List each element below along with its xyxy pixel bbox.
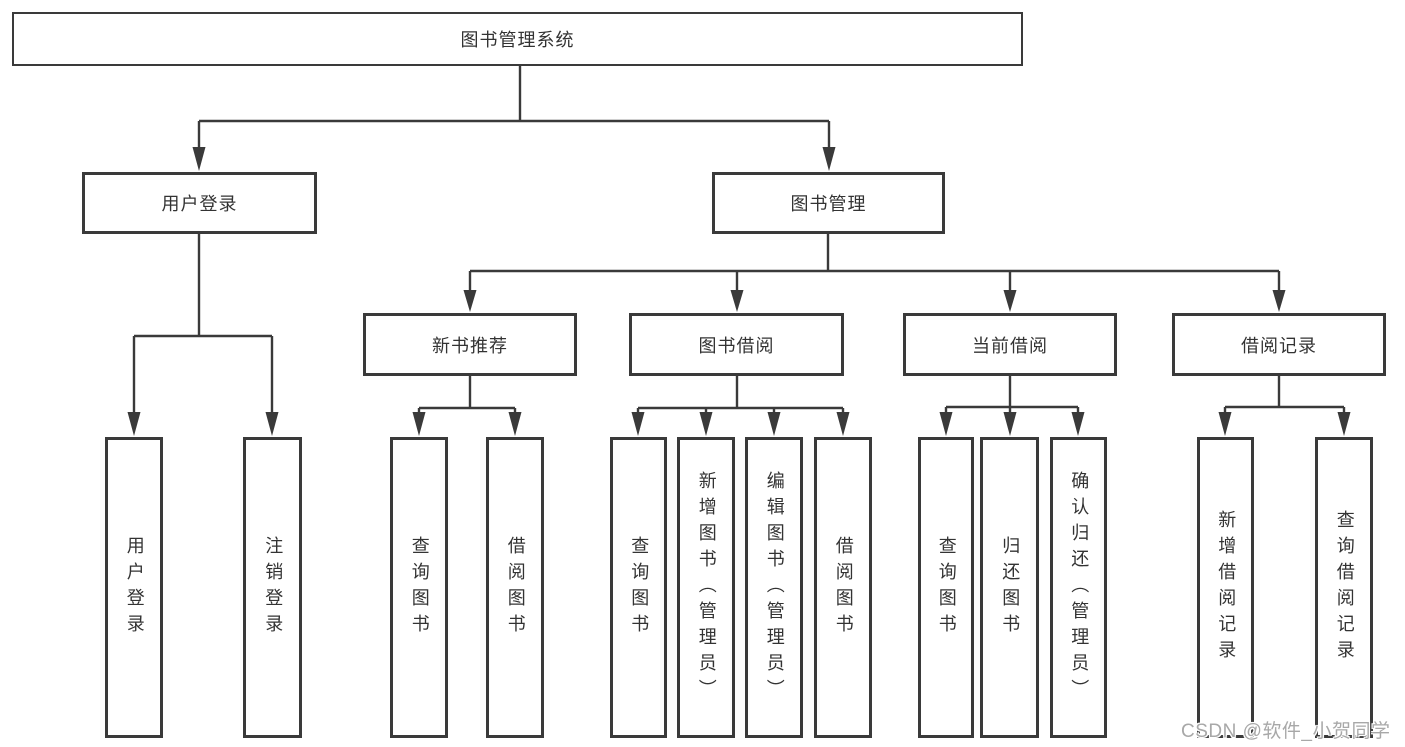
leaf-query-books-borrow: 查询图书 [610,437,667,738]
node-user-login: 用户登录 [82,172,317,234]
node-borrow-records: 借阅记录 [1172,313,1386,376]
csdn-watermark: CSDN @软件_小贺同学 [1181,721,1391,742]
leaf-confirm-return-admin: 确认归还（管理员） [1050,437,1107,738]
leaf-query-books-current: 查询图书 [918,437,974,738]
leaf-borrow-books-recommend: 借阅图书 [486,437,544,738]
node-book-management: 图书管理 [712,172,945,234]
node-new-book-recommend: 新书推荐 [363,313,577,376]
leaf-edit-book-admin: 编辑图书（管理员） [745,437,803,738]
leaf-return-books: 归还图书 [980,437,1039,738]
leaf-borrow-books: 借阅图书 [814,437,872,738]
leaf-query-borrow-record: 查询借阅记录 [1315,437,1373,738]
leaf-logout: 注销登录 [243,437,302,738]
node-current-borrow: 当前借阅 [903,313,1117,376]
leaf-user-login: 用户登录 [105,437,163,738]
leaf-add-borrow-record: 新增借阅记录 [1197,437,1254,738]
leaf-add-book-admin: 新增图书（管理员） [677,437,735,738]
node-book-borrow: 图书借阅 [629,313,844,376]
leaf-query-books-recommend: 查询图书 [390,437,448,738]
node-library-management-system: 图书管理系统 [12,12,1023,66]
